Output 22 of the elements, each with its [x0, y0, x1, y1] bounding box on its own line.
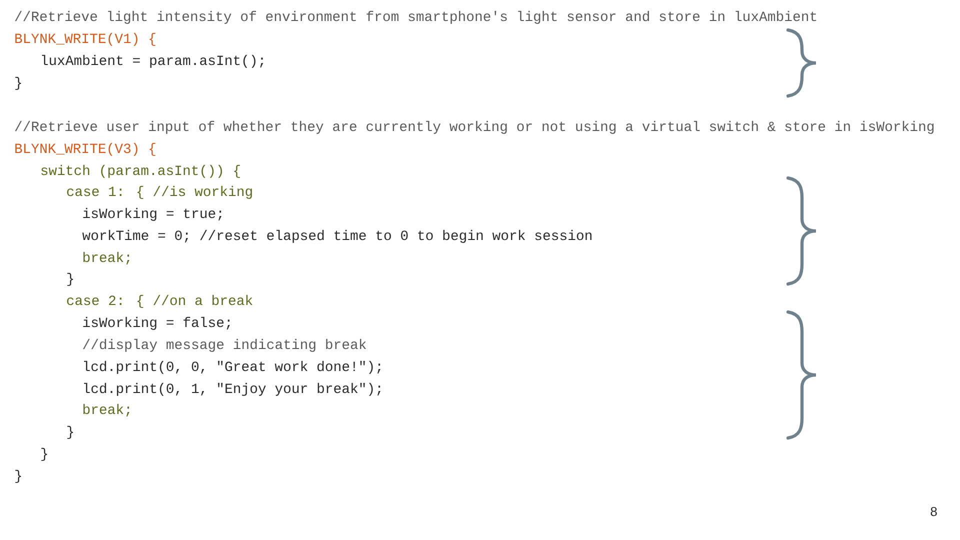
code-line: BLYNK_WRITE(V3) { — [15, 142, 156, 156]
code-line: } — [67, 426, 74, 439]
code-line: isWorking = true; — [83, 208, 222, 221]
code-line: lcd.print(0, 0, "Great work done!"); — [84, 360, 380, 374]
code-line: break; — [83, 404, 130, 416]
code-line: lcd.print(0, 1, "Enjoy your break"); — [84, 382, 380, 396]
page-number: 8 — [930, 506, 937, 516]
code-line: break; — [83, 252, 130, 264]
code-line: luxAmbient = param.asInt(); — [42, 54, 264, 68]
code-line: workTime = 0; //reset elapsed time to 0 to begin work session — [82, 230, 592, 243]
code-line: } — [41, 448, 48, 461]
code-line: isWorking = false; — [83, 316, 230, 330]
code-line: case 2: { //on a break — [67, 294, 252, 308]
code-comment: //display message indicating break — [83, 338, 366, 352]
code-line: } — [67, 272, 74, 286]
code-comment: //Retrieve light intensity of environment from smartphone's light sensor and store in luxAmbient — [15, 10, 816, 24]
code-line: case 1: { //is working — [67, 186, 252, 199]
code-line: } — [15, 470, 22, 483]
code-line: switch (param.asInt()) { — [41, 164, 240, 178]
code-line: } — [15, 76, 22, 90]
code-line: BLYNK_WRITE(V1) { — [15, 32, 156, 46]
code-comment: //Retrieve user input of whether they are currently working or not using a virtual switch & store in isWorking — [15, 120, 934, 134]
